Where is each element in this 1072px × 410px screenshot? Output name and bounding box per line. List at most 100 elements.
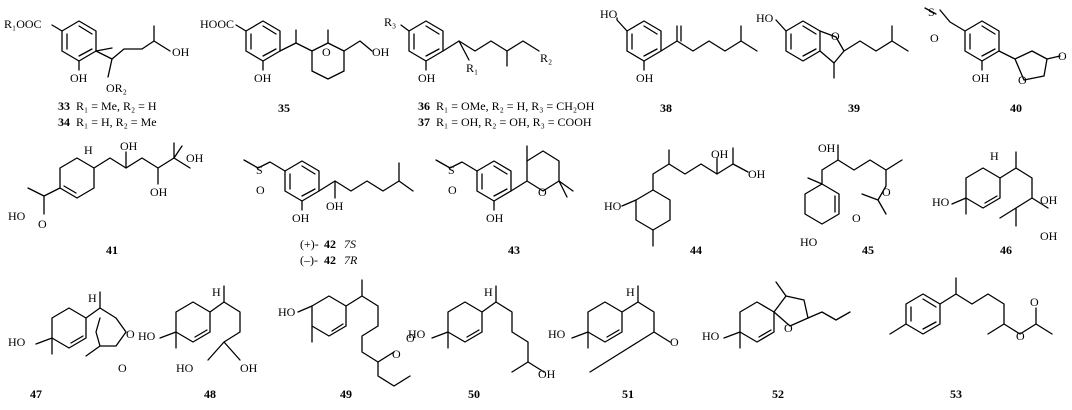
oh-ring-label: OH [292, 211, 310, 225]
ho-label: HO [702, 329, 720, 343]
ho-label: HO [548, 327, 566, 341]
compound-34-caption: R₁ = H, R₂ = Me [76, 115, 157, 129]
ho-label: HO [278, 305, 296, 319]
compound-33-number: 33 [58, 99, 70, 113]
compound-40-number: 40 [1010, 101, 1022, 115]
ketone-oxygen-label: O [670, 335, 679, 349]
compound-42-structure: S O OH OH [243, 159, 414, 225]
ester-oxygen-label: O [1016, 329, 1025, 343]
ring-oxygen-label: O [322, 45, 331, 59]
compound-46-structure: H HO OH OH [932, 149, 1058, 243]
sulfoxide-oxygen-label: O [448, 183, 457, 197]
sulfoxide-oxygen-label: O [256, 183, 265, 197]
oh1-label: OH [711, 147, 729, 161]
compound-33-caption: R₁ = Me, R₂ = H [76, 99, 157, 113]
compound-39-number: 39 [848, 101, 860, 115]
compound-51-number: 51 [622, 387, 634, 401]
compound-50-number: 50 [468, 387, 480, 401]
compound-48-structure: H HO HO OH [138, 285, 258, 375]
oh-top-label: OH [818, 141, 836, 155]
oh-chain-label: OH [172, 45, 190, 59]
oh2-label: OH [748, 167, 766, 181]
compound-53-number: 53 [950, 387, 962, 401]
compound-42-minus-prefix: (–)- [300, 253, 318, 267]
oh-label: OH [972, 71, 990, 85]
compound-41-number: 41 [106, 243, 118, 257]
r1-label: R₁ [466, 61, 478, 75]
compound-38-number: 38 [660, 101, 672, 115]
sulfur-label: S [928, 5, 935, 19]
compound-39-structure: HO O [756, 11, 909, 79]
ring-oxygen-label: O [126, 327, 135, 341]
oh3-label: OH [150, 185, 168, 199]
compound-46-number: 46 [1000, 243, 1012, 257]
compound-42-stereo-plus: 7S [344, 237, 356, 251]
oh2-label: OH [186, 151, 204, 165]
carbonyl-oxygen-label: O [1058, 49, 1067, 63]
compound-50-structure: H HO OH [408, 285, 556, 381]
oh-chain-label: OH [326, 199, 344, 213]
ring-oxygen-label: O [1018, 73, 1027, 87]
compound-45-number: 45 [862, 243, 874, 257]
compound-36-caption: R₁ = OMe, R₂ = H, R₃ = CH₂OH [436, 99, 595, 113]
h-label: H [990, 149, 999, 163]
compound-37-caption: R₁ = OH, R₂ = OH, R₃ = COOH [436, 115, 592, 129]
ester-oxygen-label: O [882, 185, 891, 199]
h-label: H [484, 285, 493, 299]
carbonyl-oxygen-label: O [406, 331, 415, 345]
acid-label: HOOC [200, 17, 234, 31]
ho-label: HO [408, 327, 426, 341]
ho-label: HO [600, 7, 618, 21]
r3-label: R₃ [384, 15, 396, 29]
compound-49-structure: HO O O [278, 279, 415, 387]
oh-ring-label: OH [254, 71, 272, 85]
compound-52-structure: HO O [702, 281, 851, 349]
compound-34-number: 34 [58, 115, 70, 129]
r2-label: R₂ [540, 51, 552, 65]
carbonyl-oxygen-label: O [1030, 295, 1039, 309]
compound-33-structure: R₁OOC OH OR₂ OH [4, 17, 190, 95]
h-label: H [84, 143, 93, 157]
ho-label: HO [932, 195, 950, 209]
ester-label: R₁OOC [4, 17, 42, 31]
compound-53-structure: O O [889, 277, 1053, 343]
compound-43-structure: S O OH O [435, 145, 574, 225]
oh2-label: OH [1040, 229, 1058, 243]
compound-43-number: 43 [508, 243, 520, 257]
sulfur-label: S [448, 163, 455, 177]
ho2-label: HO [176, 361, 194, 375]
compound-42-number-plus: 42 [324, 237, 336, 251]
ho-label: HO [756, 11, 774, 25]
oh1-label: OH [1040, 193, 1058, 207]
oh-label: OH [636, 71, 654, 85]
ho-label: HO [8, 335, 26, 349]
h-label: H [626, 285, 635, 299]
hydroxyl-ho-label: HO [8, 209, 26, 223]
oh-label: OH [240, 361, 258, 375]
compound-47-structure: H HO O O [8, 291, 135, 375]
ho-label: HO [604, 199, 622, 213]
sulfoxide-oxygen-label: O [930, 31, 939, 45]
oh-chain-label: OH [372, 45, 390, 59]
furan-oxygen-label: O [831, 29, 840, 43]
compound-36-number: 36 [418, 99, 430, 113]
oh1-label: OH [120, 139, 138, 153]
or2-label: OR₂ [106, 81, 127, 95]
carbonyl-oxygen-label: O [118, 361, 127, 375]
compound-44-structure: OH OH HO [604, 147, 766, 247]
compound-38-structure: HO OH [600, 7, 758, 85]
compound-47-number: 47 [30, 387, 42, 401]
compound-41-structure: H OH OH OH HO O [8, 139, 204, 231]
compound-36-structure: R₃ OH R₁ R₂ [384, 15, 552, 85]
compound-42-plus-prefix: (+)- [300, 237, 319, 251]
compound-44-number: 44 [690, 243, 702, 257]
compound-42-number-minus: 42 [324, 253, 336, 267]
oh-label: OH [538, 367, 556, 381]
ring-oxygen-label: O [538, 185, 547, 199]
oh-label: OH [486, 211, 504, 225]
oh-ring-label: OH [418, 71, 436, 85]
compound-40-structure: S O OH O O [924, 5, 1067, 87]
compound-52-number: 52 [772, 387, 784, 401]
compound-48-number: 48 [204, 387, 216, 401]
carbonyl-o-label: O [38, 217, 47, 231]
